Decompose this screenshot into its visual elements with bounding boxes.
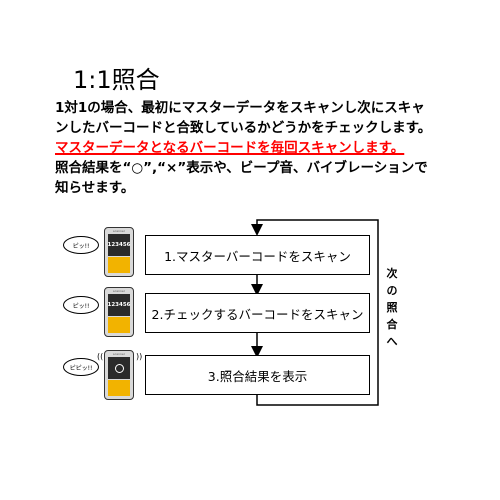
device-brand: scanner bbox=[113, 352, 125, 356]
vibration-left-icon: (( bbox=[97, 352, 104, 361]
next-match-char: へ bbox=[386, 335, 398, 348]
result-text: 照合結果を“○”,“×”表示や、ビープ音、バイブレーションで 知らせます。 bbox=[55, 158, 428, 198]
next-match-char: 次 bbox=[386, 267, 398, 280]
highlight-text: マスターデータとなるバーコードを毎回スキャンします。 bbox=[55, 140, 405, 156]
device-barcode-value: 123456 bbox=[107, 302, 131, 308]
device-screen bbox=[108, 357, 130, 379]
step-1-box: 1.マスターバーコードをスキャン bbox=[145, 235, 370, 275]
description-line: ンしたバーコードと合致しているかどうかをチェックします。 bbox=[55, 120, 432, 136]
step-1-label: 1.マスターバーコードをスキャン bbox=[164, 248, 351, 264]
next-match-char: 照 bbox=[386, 301, 398, 314]
next-match-label: 次 の 照 合 へ bbox=[385, 265, 399, 350]
device-brand: scanner bbox=[113, 229, 125, 233]
device-barcode-value: 123456 bbox=[107, 242, 131, 248]
scanner-device-icon: scanner 123456 bbox=[104, 227, 134, 277]
beep-bubble: ピッ!! bbox=[63, 236, 99, 254]
device-keypad bbox=[108, 380, 130, 396]
device-keypad bbox=[108, 317, 130, 333]
scanner-device-icon: scanner 123456 bbox=[104, 287, 134, 337]
description-text: 1対1の場合、最初にマスターデータをスキャンし次にスキャ ンしたバーコードと合致… bbox=[55, 98, 431, 138]
beep-bubble: ピッ!! bbox=[63, 296, 99, 314]
vibration-right-icon: )) bbox=[136, 352, 143, 361]
device-brand: scanner bbox=[113, 289, 125, 293]
description-line: 知らせます。 bbox=[55, 180, 135, 196]
step-2-box: 2.チェックするバーコードをスキャン bbox=[145, 293, 370, 333]
next-match-char: の bbox=[386, 284, 398, 297]
description-line: 照合結果を“○”,“×”表示や、ビープ音、バイブレーションで bbox=[55, 160, 428, 176]
device-screen: 123456 bbox=[108, 294, 130, 316]
match-ok-icon bbox=[114, 363, 124, 373]
step-2-label: 2.チェックするバーコードをスキャン bbox=[151, 306, 364, 322]
description-line: 1対1の場合、最初にマスターデータをスキャンし次にスキャ bbox=[55, 100, 425, 116]
step-3-box: 3.照合結果を表示 bbox=[145, 355, 370, 395]
device-screen: 123456 bbox=[108, 234, 130, 256]
scanner-device-icon: scanner bbox=[104, 350, 134, 400]
device-keypad bbox=[108, 257, 130, 273]
next-match-char: 合 bbox=[386, 318, 398, 331]
page-title: 1:1照合 bbox=[73, 66, 160, 94]
step-3-label: 3.照合結果を表示 bbox=[207, 368, 308, 384]
beep-bubble: ピピッ!! bbox=[63, 358, 99, 376]
